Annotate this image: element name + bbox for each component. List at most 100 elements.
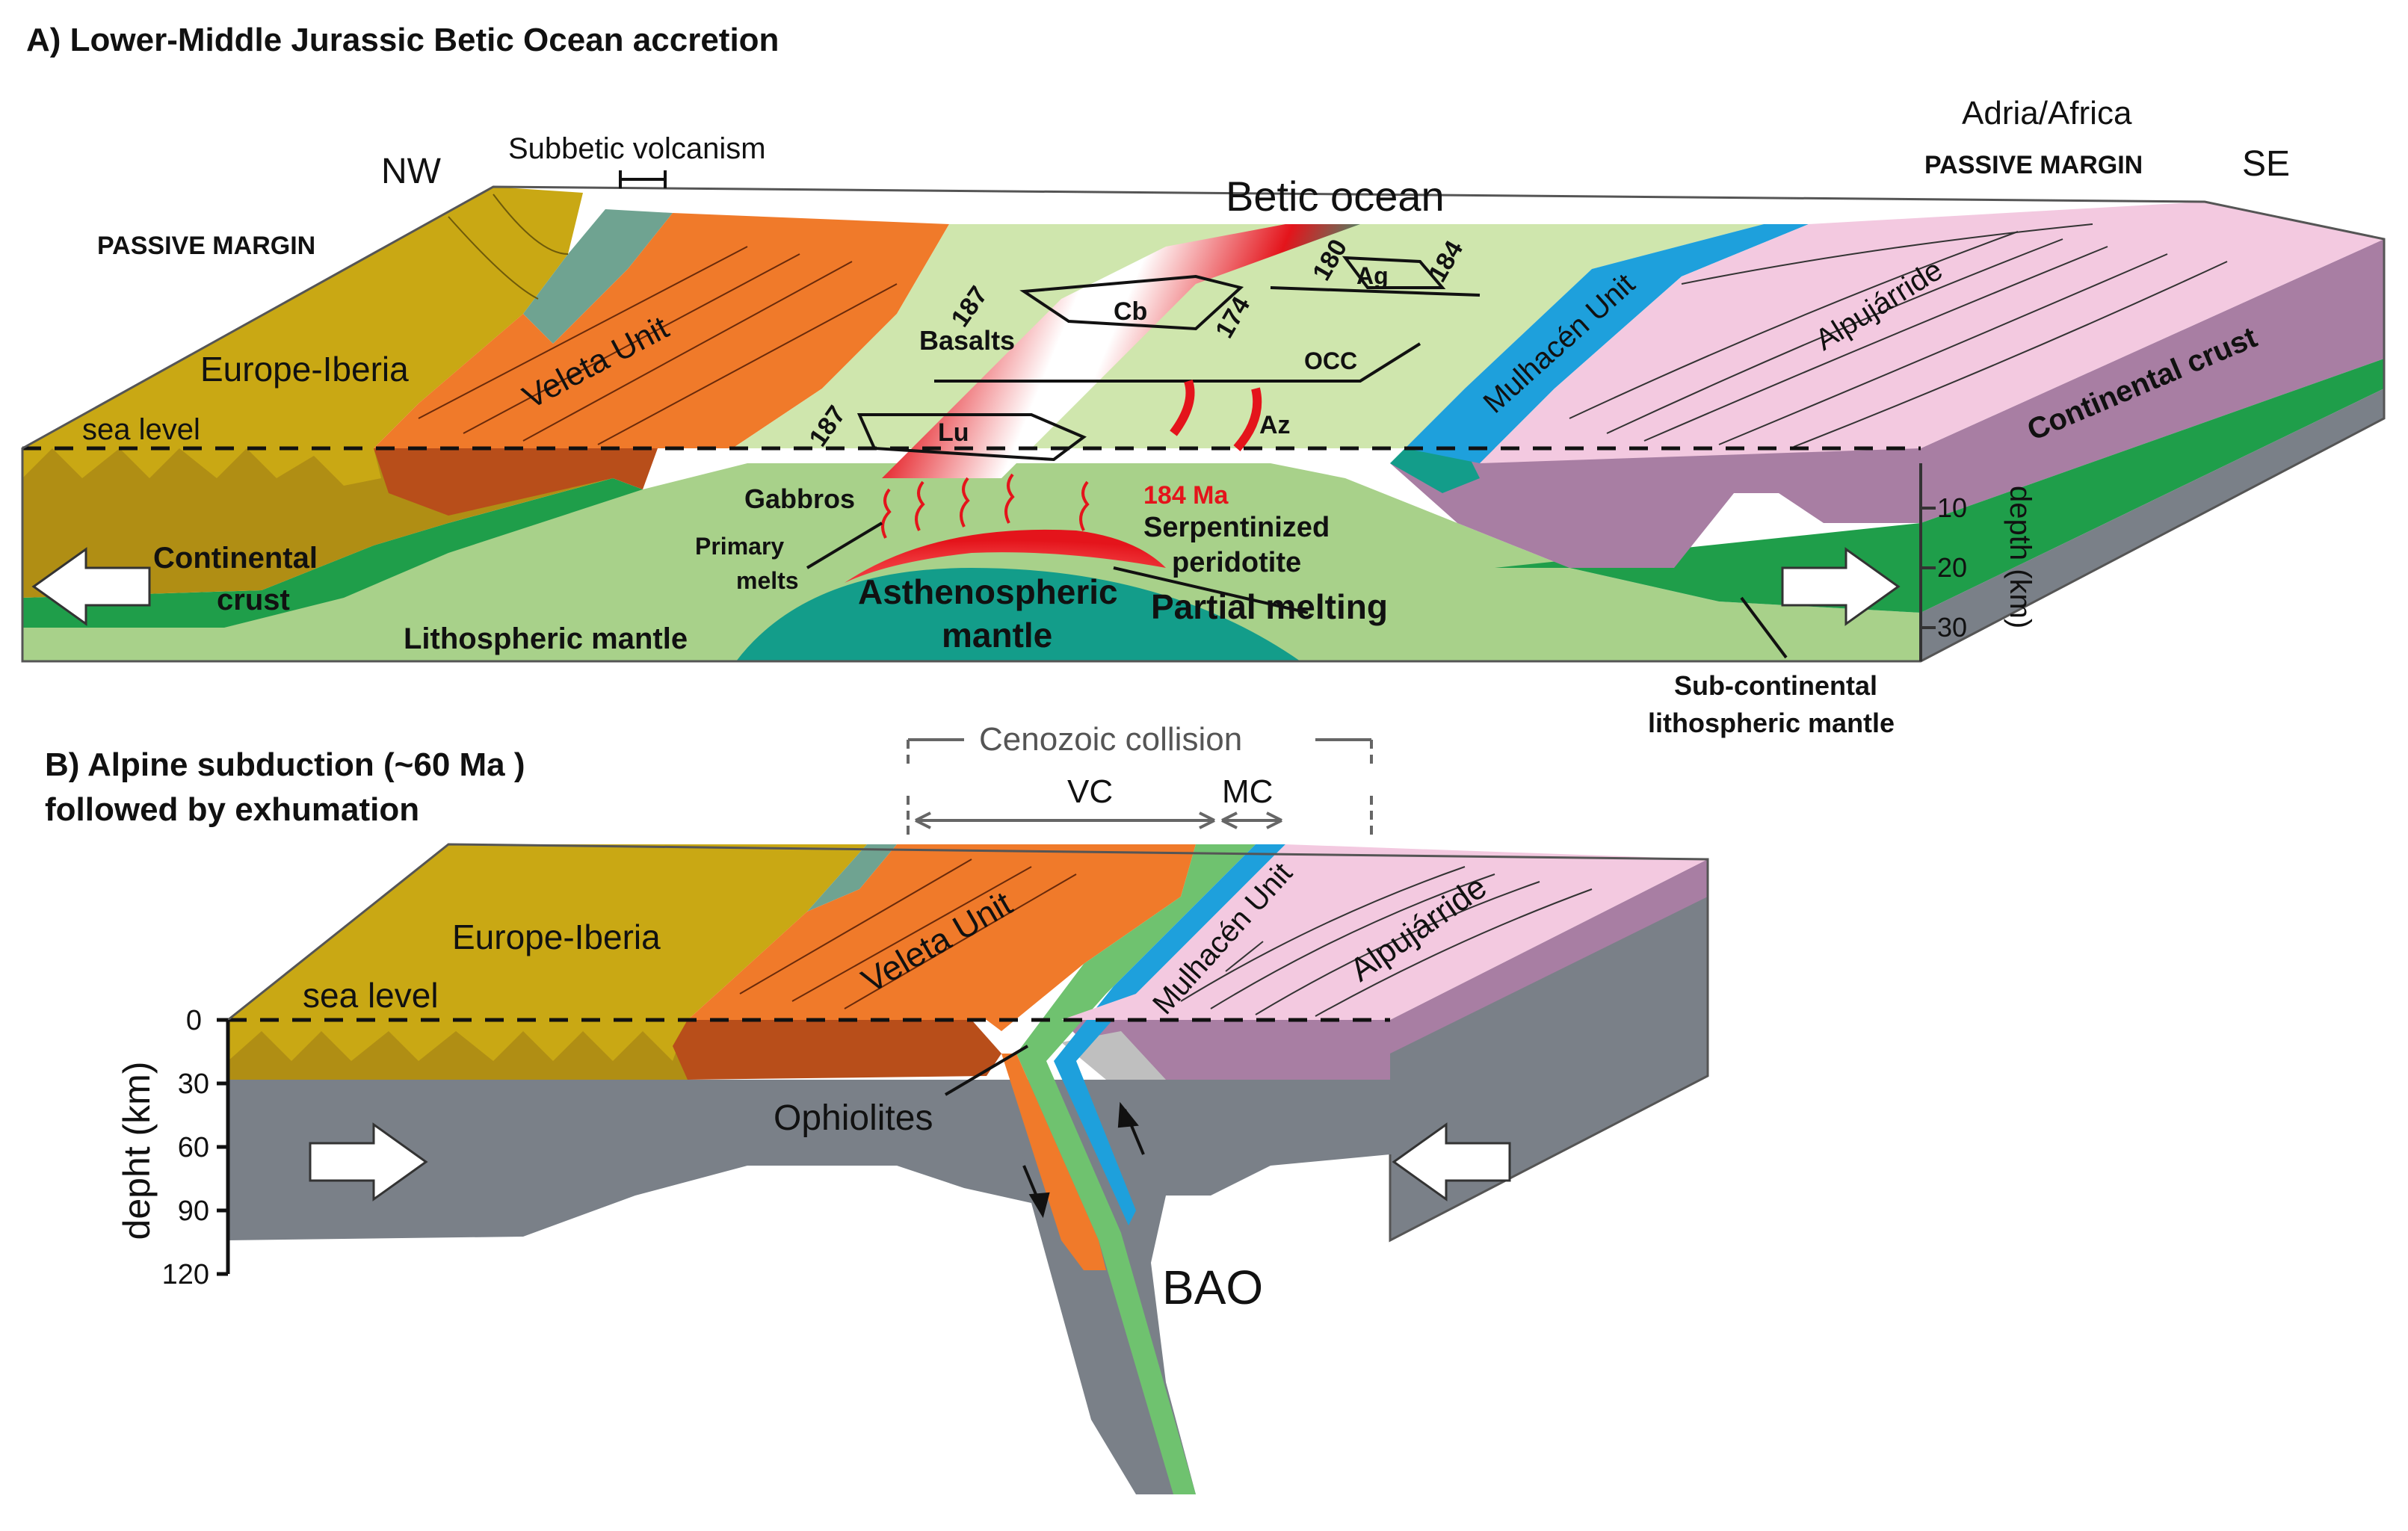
- veleta-top-b: [688, 844, 1196, 1031]
- lithospheric-mantle-band-left: [22, 478, 643, 628]
- adria-africa-label: Adria/Africa: [1962, 95, 2132, 132]
- panel-a: A) Lower-Middle Jurassic Betic Ocean acc…: [21, 22, 2386, 738]
- serpentinized-2: peridotite: [1172, 547, 1301, 578]
- veleta-front-wedge: [374, 448, 658, 516]
- panel-a-front-face: [22, 239, 2384, 661]
- asthenospheric-2: mantle: [942, 616, 1052, 655]
- az-label: Az: [1259, 411, 1291, 439]
- subbetic-bracket: [619, 170, 667, 188]
- panel-a-top-surface: [21, 170, 2386, 663]
- block-side-grey-right: [1921, 389, 2384, 661]
- asthenospheric-1: Asthenospheric: [858, 572, 1118, 611]
- sea-level-label: sea level: [82, 413, 200, 446]
- depth-tick-b-30: 30: [178, 1068, 209, 1100]
- depth-tick-a-20: 20: [1937, 552, 1967, 583]
- melt-vein-1: [1170, 380, 1195, 436]
- alpujarride-foliation: [1569, 223, 2228, 448]
- cenozoic-collision-label: Cenozoic collision: [979, 721, 1242, 758]
- cenozoic-collision-bracket: [907, 738, 1373, 841]
- block-side-face-right: [1921, 239, 2384, 523]
- basalts-label: Basalts: [919, 325, 1015, 356]
- depth-tick-b-90: 90: [178, 1196, 209, 1227]
- veleta-foliation: [418, 246, 898, 445]
- shear-arrows: [1022, 1101, 1145, 1219]
- primary-melts-1: Primary: [695, 533, 784, 560]
- continental-crust-left-2: crust: [217, 584, 290, 616]
- extension-arrow-right: [1781, 547, 1901, 626]
- betic-ocean-label: Betic ocean: [1226, 173, 1445, 220]
- sub-continental-2: lithospheric mantle: [1648, 708, 1895, 738]
- depth-tick-b-60: 60: [178, 1132, 209, 1163]
- iberia-front-upper-wavy: [228, 1020, 688, 1061]
- subbetic-strip: [523, 209, 673, 344]
- bao-label: BAO: [1162, 1261, 1263, 1314]
- veleta-unit-top: [374, 213, 949, 448]
- vc-label: VC: [1067, 773, 1113, 810]
- sea-level-label-b: sea level: [303, 976, 439, 1015]
- ophiolites-leader: [944, 1045, 1029, 1096]
- subbetic-strip-b: [807, 844, 897, 912]
- depth-axis-a: depth (km): [2004, 486, 2037, 628]
- ag-label: Ag: [1356, 262, 1389, 289]
- depth-tick-b-0: 0: [186, 1005, 202, 1036]
- mulhacen-unit-top: [1405, 224, 1809, 463]
- passive-margin-right: PASSIVE MARGIN: [1924, 151, 2143, 179]
- ophiolite-band: [1016, 844, 1256, 1494]
- continental-crust-right-front: [1390, 448, 1921, 568]
- block-side-green-right: [1921, 359, 2384, 613]
- iberia-foliation: [448, 194, 569, 300]
- panel-b-depth-axis: [217, 1018, 230, 1276]
- melt-arrows: [881, 473, 1090, 539]
- lithospheric-mantle-label: Lithospheric mantle: [404, 622, 688, 655]
- depth-tick-a-10: 10: [1937, 492, 1967, 523]
- ocean-blocks: [856, 256, 1481, 462]
- alpujarride-foliation-b: [1180, 866, 1593, 1017]
- upper-crust-left-front: [22, 448, 381, 486]
- veleta-foliation-b: [739, 859, 1077, 1009]
- continental-crust-left-1: Continental: [153, 542, 318, 575]
- leader-lines: [806, 522, 1788, 659]
- veleta-front-b: [673, 1020, 1001, 1080]
- panel-b-title-1: B) Alpine subduction (~60 Ma ): [45, 746, 525, 783]
- depth-tick-b-120: 120: [162, 1259, 209, 1290]
- block-ag-outline: [1342, 256, 1446, 289]
- ophiolites-label: Ophiolites: [774, 1098, 933, 1138]
- se-label: SE: [2242, 144, 2290, 184]
- alpujarride-top: [1480, 202, 2384, 463]
- depth-axis-b: depht (km): [116, 1062, 158, 1240]
- occ-line: [934, 342, 1421, 383]
- mulhacen-front-wedge: [1390, 448, 1480, 493]
- primary-melts-2: melts: [736, 567, 799, 594]
- europe-iberia-label: Europe-Iberia: [200, 350, 409, 389]
- europe-iberia-top: [22, 187, 583, 448]
- partial-melting-lens: [845, 529, 1166, 583]
- subbetic-label: Subbetic volcanism: [508, 132, 766, 165]
- serpentinized-1: Serpentinized: [1143, 512, 1330, 543]
- asthenospheric-mantle-dome: [736, 568, 1300, 661]
- panel-b: B) Alpine subduction (~60 Ma ) followed …: [45, 721, 1709, 1494]
- extension-arrow-left: [31, 547, 151, 626]
- subducting-slab: [994, 1083, 1188, 1494]
- sea-fault-line: [1270, 286, 1481, 297]
- block-cb-outline: [1019, 274, 1244, 331]
- mc-label: MC: [1222, 773, 1273, 810]
- panel-b-side-pink: [1390, 859, 1708, 1054]
- age-184-ma: 184 Ma: [1143, 481, 1229, 510]
- gabbros-label: Gabbros: [744, 483, 855, 514]
- melt-vein-2: [1233, 387, 1262, 451]
- sub-continental-1: Sub-continental: [1674, 670, 1877, 701]
- europe-iberia-label-b: Europe-Iberia: [452, 918, 661, 956]
- depth-tick-a-30: 30: [1937, 612, 1967, 643]
- lithospheric-mantle-front: [22, 463, 1921, 661]
- cb-label: Cb: [1114, 297, 1147, 326]
- panel-b-title-2: followed by exhumation: [45, 791, 419, 828]
- lu-label: Lu: [938, 418, 969, 447]
- compression-arrow-left: [309, 1122, 428, 1201]
- passive-margin-left: PASSIVE MARGIN: [97, 232, 315, 260]
- compression-arrow-right: [1392, 1122, 1511, 1201]
- europe-iberia-top-b: [228, 844, 867, 1020]
- partial-melting-label: Partial melting: [1151, 587, 1388, 626]
- panel-a-block-outline: [21, 185, 2386, 663]
